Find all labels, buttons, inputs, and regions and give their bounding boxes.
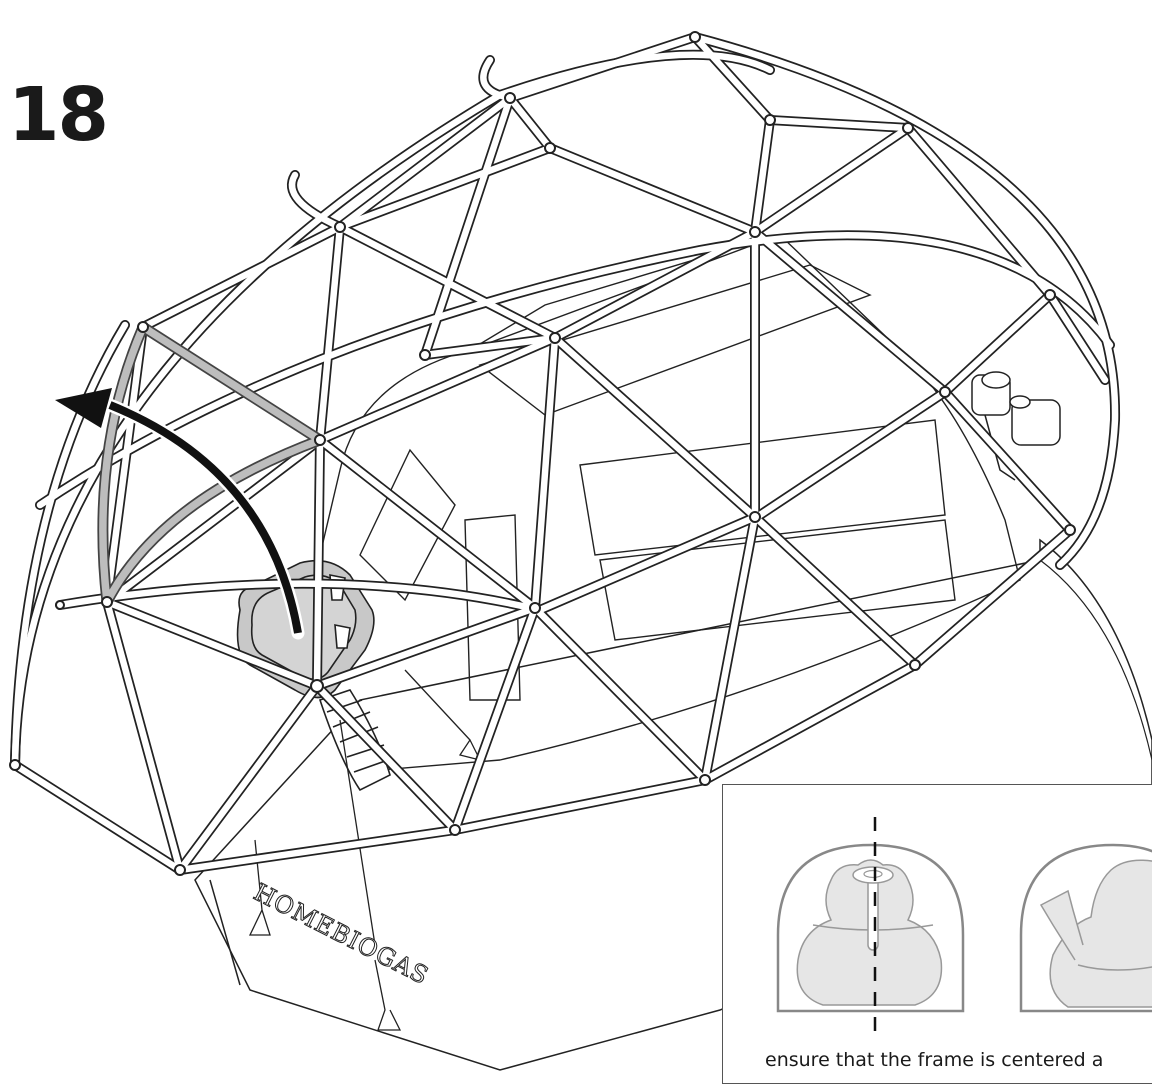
digester-body xyxy=(194,538,1152,1071)
highlighted-frame-section xyxy=(97,321,326,608)
anchor-straps xyxy=(248,669,482,1031)
frame-joints xyxy=(9,31,1076,876)
inset-caption: ensure that the frame is centered a xyxy=(765,1049,1104,1071)
side-view xyxy=(1019,843,1152,1013)
rotate-arrow xyxy=(55,388,305,640)
front-view xyxy=(776,817,965,1037)
inset-detail-panel: ensure that the frame is centered a xyxy=(722,784,1152,1084)
step-number: 18 xyxy=(8,72,109,158)
inset-illustration xyxy=(776,817,1152,1037)
